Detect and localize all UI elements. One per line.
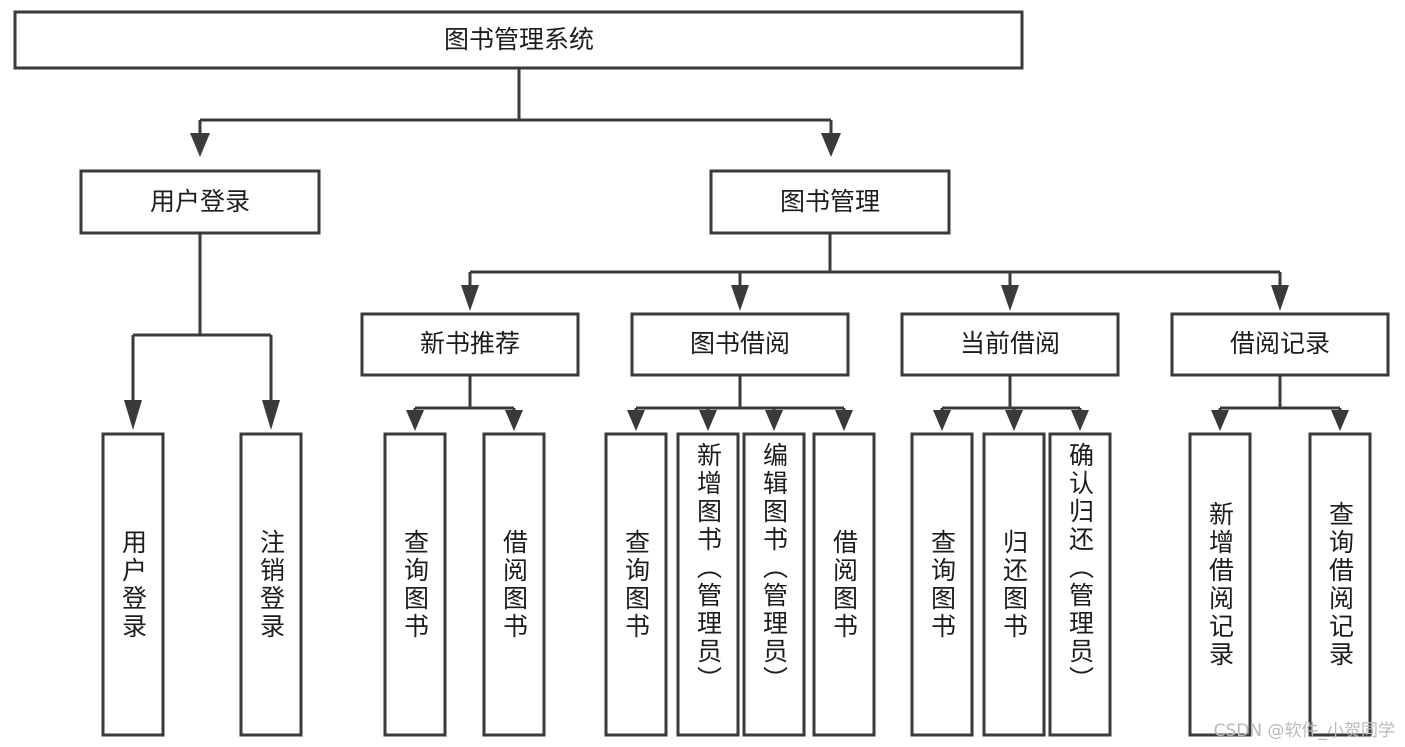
arrow-head-icon: [1331, 410, 1349, 431]
arrow-head-icon: [1001, 285, 1019, 311]
node-root-label: 图书管理系统: [444, 25, 594, 54]
node-current-borrow-box[interactable]: [900, 312, 1120, 377]
node-book-borrow-box[interactable]: [630, 312, 850, 377]
arrow-head-icon: [190, 133, 210, 157]
leaf-box-edit-book[interactable]: [742, 432, 806, 737]
arrow-head-icon: [731, 285, 749, 311]
node-current-borrow[interactable]: 当前借阅: [900, 312, 1120, 377]
connector-bookborrow-to-leaves: [627, 375, 853, 431]
leaf-box-add-record[interactable]: [1188, 432, 1252, 737]
connector-borrowrecord-to-leaves: [1211, 375, 1349, 431]
arrow-head-icon: [124, 400, 142, 430]
node-book-borrow-label: 图书借阅: [690, 329, 790, 358]
arrow-head-icon: [1211, 410, 1229, 431]
node-book-manage-label: 图书管理: [780, 187, 880, 216]
node-root-box[interactable]: [13, 10, 1024, 70]
leaf-box-borrow-book-1[interactable]: [482, 432, 546, 737]
arrow-head-icon: [262, 400, 280, 430]
node-new-book-rec-label: 新书推荐: [420, 329, 520, 358]
node-book-manage[interactable]: 图书管理: [709, 169, 951, 235]
leaf-box-confirm-return[interactable]: [1048, 432, 1112, 737]
arrow-head-icon: [821, 133, 841, 157]
leaf-box-query-book-1[interactable]: [383, 432, 447, 737]
node-user-login-box[interactable]: [79, 169, 321, 235]
leaf-box-query-book-3[interactable]: [910, 432, 974, 737]
leaf-box-borrow-book-2[interactable]: [812, 432, 876, 737]
node-user-login[interactable]: 用户登录: [79, 169, 321, 235]
node-borrow-record-box[interactable]: [1170, 312, 1390, 377]
arrow-head-icon: [765, 410, 783, 431]
node-current-borrow-label: 当前借阅: [960, 329, 1060, 358]
arrow-head-icon: [505, 410, 523, 431]
leaf-box-user-logout[interactable]: [239, 432, 303, 737]
arrow-head-icon: [835, 410, 853, 431]
arrow-head-icon: [461, 285, 479, 311]
connector-bookmanage-to-level3: [461, 233, 1289, 311]
csdn-watermark: CSDN @软件_小贺同学: [1213, 721, 1395, 741]
connector-currentborrow-to-leaves: [933, 375, 1089, 431]
node-borrow-record[interactable]: 借阅记录: [1170, 312, 1390, 377]
arrow-head-icon: [1271, 285, 1289, 311]
leaf-boxes: [101, 432, 1372, 737]
connector-root-to-level2: [190, 68, 841, 157]
node-book-manage-box[interactable]: [709, 169, 951, 235]
leaf-box-query-record[interactable]: [1308, 432, 1372, 737]
node-new-book-rec-box[interactable]: [360, 312, 580, 377]
arrow-head-icon: [699, 410, 717, 431]
leaf-box-return-book[interactable]: [982, 432, 1046, 737]
node-book-borrow[interactable]: 图书借阅: [630, 312, 850, 377]
arrow-head-icon: [406, 410, 424, 431]
connector-userlogin-to-leaves: [124, 233, 280, 430]
node-user-login-label: 用户登录: [150, 187, 250, 216]
node-borrow-record-label: 借阅记录: [1230, 329, 1330, 358]
connector-newbook-to-leaves: [406, 375, 523, 431]
arrow-head-icon: [627, 410, 645, 431]
arrow-head-icon: [933, 410, 951, 431]
node-root[interactable]: 图书管理系统: [13, 10, 1024, 70]
arrow-head-icon: [1071, 410, 1089, 431]
node-new-book-rec[interactable]: 新书推荐: [360, 312, 580, 377]
leaf-box-query-book-2[interactable]: [604, 432, 668, 737]
arrow-head-icon: [1005, 410, 1023, 431]
leaf-box-add-book[interactable]: [676, 432, 740, 737]
leaf-box-user-login[interactable]: [101, 432, 165, 737]
